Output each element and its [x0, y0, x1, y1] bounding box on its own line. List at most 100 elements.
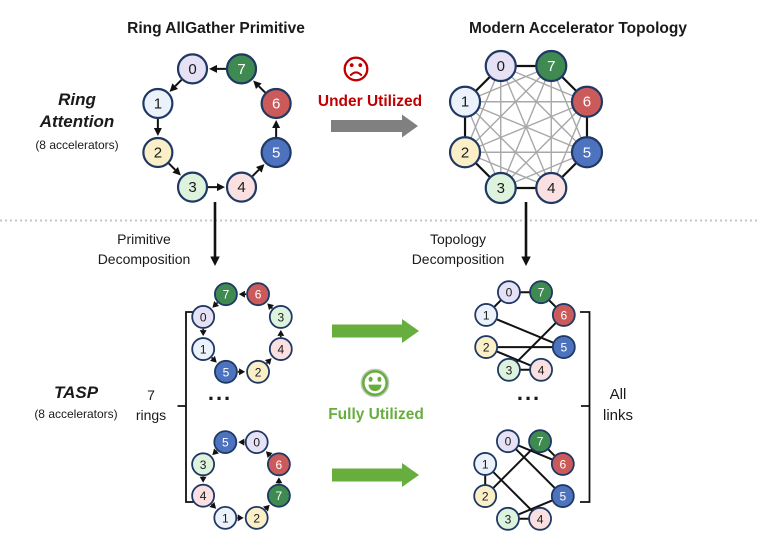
node-label-1: 1	[461, 94, 469, 111]
node-label-7: 7	[237, 61, 245, 78]
node-label-2: 2	[461, 144, 469, 161]
ring-attention-subtitle: (8 accelerators)	[35, 138, 119, 152]
under-utilized-label: Under Utilized	[317, 93, 423, 110]
graph-edge	[485, 314, 565, 348]
ring-arrow	[212, 301, 220, 308]
node-label-7: 7	[276, 489, 283, 503]
primitive-decomposition-line1: Primitive	[117, 231, 171, 247]
ellipsis-left: ...	[207, 380, 233, 405]
node-3	[176, 171, 209, 203]
node-label-1: 1	[483, 308, 490, 322]
node-label-6: 6	[276, 458, 283, 472]
ring-arrow	[251, 164, 265, 177]
node-2	[142, 136, 174, 169]
node-label-0: 0	[505, 435, 512, 449]
topology-decomposition-line1: Topology	[429, 231, 487, 247]
ring-attention-line1: Ring	[58, 90, 96, 109]
ring-arrow	[169, 79, 183, 92]
node-2	[473, 484, 498, 508]
node-label-6: 6	[272, 96, 280, 113]
node-label-3: 3	[505, 512, 512, 526]
node-label-2: 2	[253, 511, 260, 525]
node-6	[246, 282, 270, 307]
ring-arrow	[168, 162, 181, 176]
node-4	[528, 506, 552, 531]
ring-arrow	[264, 358, 272, 365]
happy-face-icon	[360, 368, 390, 398]
node-2	[246, 359, 270, 384]
rings-count: 7	[147, 387, 155, 403]
node-label-1: 1	[200, 343, 207, 357]
left-panel-title: Ring AllGather Primitive	[127, 20, 305, 37]
under-utilized-arrow	[331, 114, 418, 138]
ring-arrow	[210, 355, 217, 363]
node-label-1: 1	[154, 96, 162, 113]
node-1	[473, 452, 498, 476]
node-0	[496, 429, 520, 454]
node-label-2: 2	[255, 365, 262, 379]
all-word: All	[609, 386, 627, 403]
node-1	[448, 85, 482, 118]
node-7	[266, 483, 291, 508]
node-label-5: 5	[559, 490, 566, 504]
ring-attention-line2: Attention	[39, 112, 115, 131]
node-5	[551, 335, 576, 359]
node-0	[191, 305, 216, 329]
node-label-1: 1	[222, 511, 229, 525]
node-label-7: 7	[538, 286, 545, 300]
node-5	[260, 136, 292, 169]
node-label-0: 0	[506, 286, 513, 300]
node-label-3: 3	[506, 363, 513, 377]
node-1	[191, 337, 216, 361]
node-label-7: 7	[547, 58, 555, 75]
topology-inner-link	[464, 101, 588, 153]
node-label-3: 3	[200, 458, 207, 472]
node-7	[535, 49, 568, 83]
node-0	[176, 53, 209, 85]
node-5	[550, 484, 575, 508]
node-6	[550, 452, 575, 476]
tasp-subtitle: (8 accelerators)	[34, 407, 118, 421]
node-2	[448, 136, 482, 169]
node-label-0: 0	[497, 58, 505, 75]
node-label-2: 2	[154, 144, 162, 161]
node-6	[570, 85, 604, 118]
node-1	[142, 87, 174, 120]
node-6	[266, 452, 291, 477]
node-label-3: 3	[277, 310, 284, 324]
node-label-4: 4	[277, 343, 284, 357]
graph-edge	[484, 463, 541, 520]
primitive-decomposition-label: Primitive Decomposition	[98, 229, 191, 269]
node-label-7: 7	[537, 435, 544, 449]
node-2	[244, 505, 269, 530]
node-3	[191, 452, 216, 477]
graph-edge	[508, 314, 565, 371]
node-label-4: 4	[547, 180, 555, 197]
node-label-4: 4	[200, 489, 207, 503]
rings-bracket	[177, 311, 196, 503]
node-7	[528, 429, 552, 454]
node-label-2: 2	[482, 490, 489, 504]
node-2	[474, 335, 499, 359]
links-word: links	[602, 407, 634, 424]
fully-utilized-label: Fully Utilized	[328, 406, 424, 423]
node-label-4: 4	[538, 363, 545, 377]
node-label-0: 0	[200, 310, 207, 324]
graph-edge	[507, 440, 564, 497]
node-label-1: 1	[482, 457, 489, 471]
node-label-4: 4	[537, 512, 544, 526]
node-4	[191, 483, 216, 508]
ring-arrow	[267, 303, 274, 311]
right-panel-title: Modern Accelerator Topology	[469, 20, 687, 37]
tasp-arrow-top	[332, 319, 419, 343]
node-3	[268, 305, 293, 329]
node-label-6: 6	[583, 94, 591, 111]
node-label-5: 5	[583, 144, 591, 161]
node-label-0: 0	[253, 436, 260, 450]
topology-decomposition-line2: Decomposition	[411, 251, 505, 267]
